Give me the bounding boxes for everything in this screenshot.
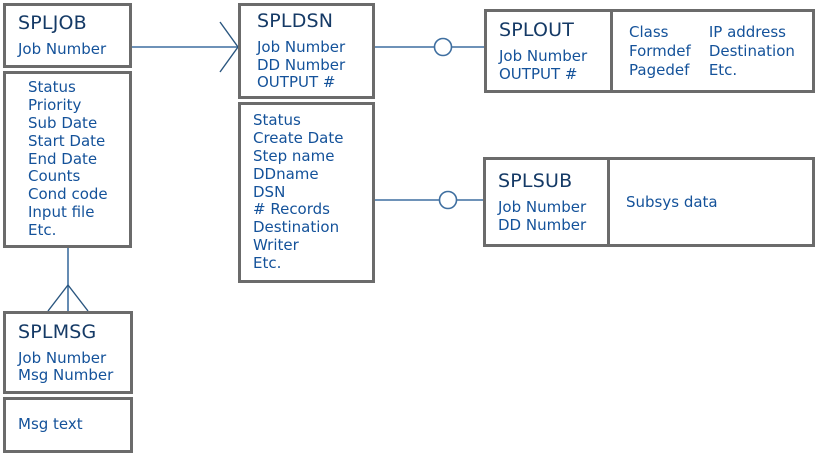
entity-spldsn-header[interactable]: SPLDSN Job Number DD Number OUTPUT # — [238, 3, 375, 99]
attribute-item: Msg text — [18, 415, 83, 434]
relationship-spljob-spldsn — [132, 21, 239, 73]
attribute-item: Destination — [708, 41, 795, 60]
attribute-item: IP address — [708, 22, 786, 41]
attribute-item: Etc. — [708, 60, 738, 79]
attribute-item: Pagedef — [629, 60, 690, 79]
attribute-item: Input file — [28, 202, 95, 221]
key-item: Msg Number — [18, 366, 114, 384]
relationship-spldsn-splout — [375, 37, 484, 57]
attribute-item: DDname — [253, 164, 319, 183]
entity-spljob-attributes[interactable]: Status Priority Sub Date Start Date End … — [3, 71, 132, 248]
relationship-spljob-splmsg — [47, 248, 89, 312]
zero-or-one-circle-icon — [438, 190, 458, 210]
key-item: DD Number — [257, 55, 346, 74]
attribute-item: DSN — [253, 182, 286, 201]
entity-title-splout: SPLOUT — [499, 19, 575, 41]
entity-title-spljob: SPLJOB — [18, 12, 87, 35]
key-item: Job Number — [498, 198, 587, 216]
entity-title-splsub: SPLSUB — [498, 170, 573, 192]
entity-splout[interactable]: SPLOUT Job Number OUTPUT # Class Formdef… — [484, 9, 815, 93]
key-item: OUTPUT # — [257, 73, 336, 92]
entity-title-splmsg: SPLMSG — [18, 320, 97, 343]
entity-spldsn-attributes[interactable]: Status Create Date Step name DDname DSN … — [238, 102, 375, 283]
attribute-column-1: Class Formdef Pagedef — [629, 23, 691, 80]
attribute-item: Counts — [28, 167, 81, 186]
key-item: OUTPUT # — [499, 64, 578, 83]
attribute-item: Formdef — [629, 41, 691, 60]
attribute-item: Cond code — [28, 185, 108, 204]
attribute-list-splmsg: Msg text — [18, 415, 130, 434]
attribute-item: Destination — [253, 218, 340, 237]
relationship-spldsn-splsub — [375, 190, 483, 210]
zero-or-one-circle-icon — [433, 37, 453, 57]
entity-splmsg-header[interactable]: SPLMSG Job Number Msg Number — [3, 311, 133, 394]
attribute-item: Etc. — [28, 220, 57, 239]
entity-splsub[interactable]: SPLSUB Job Number DD Number Subsys data — [483, 157, 815, 247]
entity-splout-attributes: Class Formdef Pagedef IP address Destina… — [613, 12, 812, 90]
attribute-item: Etc. — [253, 253, 282, 272]
key-list-spldsn: Job Number DD Number OUTPUT # — [257, 39, 372, 92]
attribute-item: Status — [253, 111, 301, 130]
attribute-item: End Date — [28, 149, 98, 168]
key-item: Job Number — [257, 38, 346, 57]
key-list-splmsg: Job Number Msg Number — [18, 348, 130, 385]
entity-splsub-attributes: Subsys data — [610, 160, 812, 244]
attribute-columns-splout: Class Formdef Pagedef IP address Destina… — [629, 23, 812, 80]
attribute-note-splsub: Subsys data — [626, 192, 718, 211]
key-item: Job Number — [18, 40, 107, 59]
attribute-list-spljob: Status Priority Sub Date Start Date End … — [28, 79, 129, 239]
attribute-list-spldsn: Status Create Date Step name DDname DSN … — [253, 112, 372, 272]
key-item: Job Number — [499, 47, 588, 65]
attribute-item: Status — [28, 78, 76, 97]
entity-spljob-header[interactable]: SPLJOB Job Number — [3, 3, 132, 68]
attribute-item: Start Date — [28, 131, 106, 150]
key-list-splsub: Job Number DD Number — [498, 198, 607, 234]
key-list-splout: Job Number OUTPUT # — [499, 47, 610, 83]
key-item: Job Number — [18, 348, 107, 367]
entity-splsub-header: SPLSUB Job Number DD Number — [486, 160, 610, 244]
attribute-item: Step name — [253, 147, 335, 165]
attribute-column-2: IP address Destination Etc. — [709, 23, 795, 80]
entity-title-spldsn: SPLDSN — [257, 10, 334, 33]
entity-splmsg-attributes[interactable]: Msg text — [3, 397, 133, 453]
attribute-item: Priority — [28, 96, 82, 115]
attribute-item: # Records — [253, 200, 330, 219]
key-list-spljob: Job Number — [18, 41, 129, 59]
attribute-item: Writer — [253, 235, 299, 254]
attribute-item: Sub Date — [28, 114, 98, 132]
attribute-item: Class — [629, 22, 669, 41]
attribute-item: Create Date — [253, 129, 344, 148]
key-item: DD Number — [498, 215, 587, 234]
entity-splout-header: SPLOUT Job Number OUTPUT # — [487, 12, 613, 90]
